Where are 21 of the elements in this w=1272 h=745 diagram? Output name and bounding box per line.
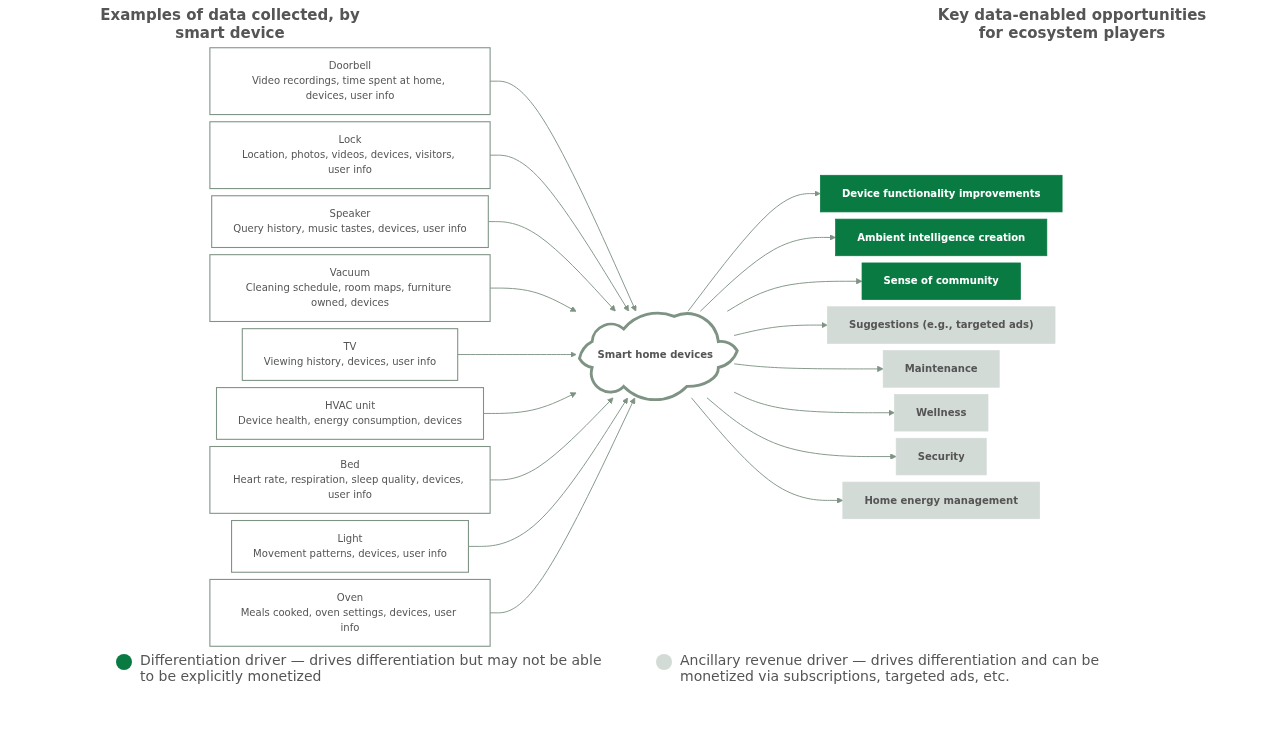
node-box: TV Viewing history, devices, user info bbox=[241, 328, 459, 381]
node-box: Oven Meals cooked, oven settings, devices, user info bbox=[209, 578, 491, 647]
node-box: Light Movement patterns, devices, user info bbox=[231, 520, 469, 573]
node-box: Maintenance bbox=[882, 350, 1000, 388]
node-box: Device functionality improvements bbox=[820, 174, 1063, 213]
column-heading: Key data-enabled opportunities for ecosystem players bbox=[936, 6, 1208, 42]
node-box: Vacuum Cleaning schedule, room maps, furniture owned, devices bbox=[209, 254, 491, 323]
node-box: Ambient intelligence creation bbox=[835, 218, 1048, 257]
node-box: Security bbox=[895, 437, 987, 476]
node-box: Lock Location, photos, videos, devices, visitors, user info bbox=[209, 121, 491, 190]
legend-text: Differentiation driver — drives differentiation but may not be able to be explicitly monetized bbox=[140, 652, 603, 684]
node-box: Home energy management bbox=[842, 481, 1040, 520]
node-box: HVAC unit Device health, energy consumption, devices bbox=[215, 387, 485, 440]
node-box: Sense of community bbox=[861, 262, 1021, 300]
node-box: Bed Heart rate, respiration, sleep quality, devices, user info bbox=[209, 445, 491, 514]
column-heading: Examples of data collected, by smart device bbox=[99, 6, 361, 42]
node-box: Speaker Query history, music tastes, devices, user info bbox=[211, 195, 489, 249]
node-box: Doorbell Video recordings, time spent at home, devices, user info bbox=[209, 47, 491, 116]
node-box: Suggestions (e.g., targeted ads) bbox=[827, 306, 1056, 344]
node-box: Wellness bbox=[894, 394, 989, 432]
legend-text: Ancillary revenue driver — drives differentiation and can be monetized via subscriptions, targeted ads, etc. bbox=[680, 652, 1100, 684]
